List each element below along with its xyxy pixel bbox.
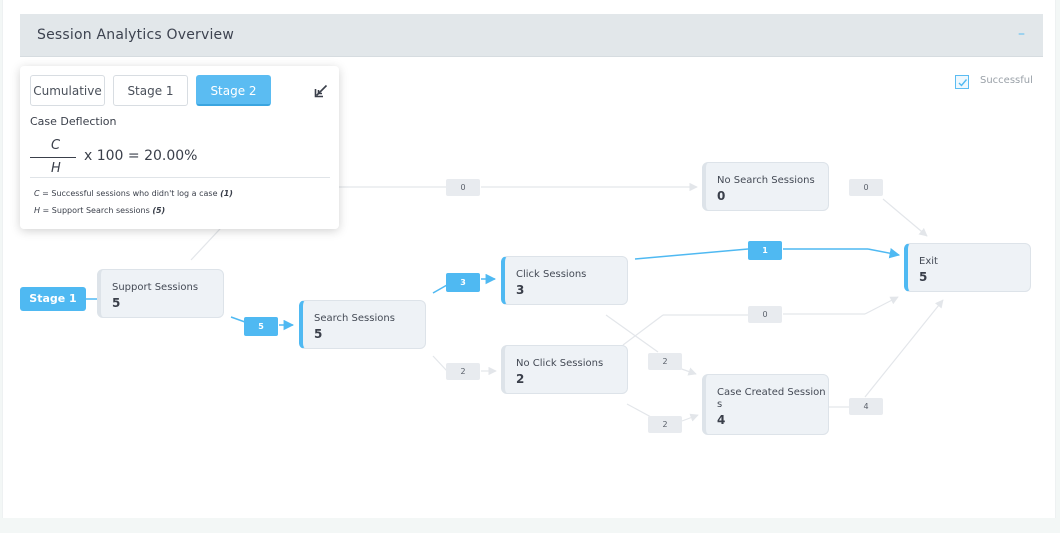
collapse-icon[interactable]: – (1018, 26, 1025, 42)
stage-1-button[interactable]: Stage 1 (20, 287, 86, 311)
definition-h-symbol: H (34, 206, 41, 215)
check-icon (958, 79, 968, 87)
node-label-line2: s (717, 399, 723, 410)
edge-click-to-exit-a (634, 248, 749, 260)
legend-label: Successful (980, 75, 1033, 86)
edge-search-to-no-click-a (432, 355, 448, 372)
edge-count-case-exit: 4 (849, 398, 883, 415)
edge-count-no-search-exit: 0 (849, 179, 883, 196)
edge-count-support-no-search: 0 (446, 179, 480, 196)
node-click-sessions[interactable]: Click Sessions 3 (501, 256, 628, 305)
definition-c-count: (1) (220, 189, 233, 198)
node-label: Exit (919, 256, 938, 267)
edge-count-search-click: 3 (446, 273, 480, 292)
definition-c: C = Successful sessions who didn't log a… (34, 189, 233, 198)
tab-stage-1[interactable]: Stage 1 (113, 75, 188, 106)
node-no-click-sessions[interactable]: No Click Sessions 2 (501, 345, 628, 394)
node-value: 2 (516, 372, 525, 386)
fraction-line (30, 157, 76, 158)
metric-title: Case Deflection (30, 115, 117, 128)
edge-no-click-to-case-b (681, 413, 699, 422)
edge-click-to-exit-c (867, 248, 901, 259)
node-support-sessions[interactable]: Support Sessions 5 (97, 269, 224, 318)
definition-h-count: (5) (152, 206, 166, 215)
analytics-panel: Session Analytics Overview – Successful (2, 0, 1056, 518)
node-value: 0 (717, 189, 726, 203)
definition-h-text: = Support Search sessions (40, 206, 153, 215)
tab-stage-2[interactable]: Stage 2 (196, 75, 271, 106)
legend-checkbox[interactable] (955, 75, 969, 89)
edge-no-click-to-exit-d (864, 296, 899, 315)
edge-count-no-click-exit: 0 (748, 306, 782, 323)
formula-result: x 100 = 20.00% (84, 148, 198, 164)
definition-c-symbol: C (34, 189, 40, 198)
edge-support-to-search-a (230, 316, 246, 323)
edge-no-click-to-exit-a (622, 314, 664, 346)
node-label: Search Sessions (314, 313, 395, 324)
node-label: No Search Sessions (717, 175, 815, 186)
node-label: Support Sessions (112, 282, 199, 293)
flow-diagram (86, 182, 944, 422)
node-value: 5 (919, 270, 928, 284)
divider (30, 177, 330, 178)
node-search-sessions[interactable]: Search Sessions 5 (299, 300, 426, 349)
node-exit[interactable]: Exit 5 (904, 243, 1031, 292)
edge-no-click-to-case-a (626, 403, 652, 418)
node-label-line1: Case Created Session (717, 387, 826, 398)
node-value: 4 (717, 413, 726, 427)
expand-icon[interactable] (314, 83, 328, 102)
definition-c-text: = Successful sessions who didn't log a c… (39, 189, 221, 198)
node-label: Click Sessions (516, 269, 587, 280)
fraction-denominator: H (51, 161, 61, 176)
edge-case-to-exit-b (864, 299, 944, 398)
panel-header: Session Analytics Overview – (20, 14, 1043, 57)
edge-count-no-click-case: 2 (648, 416, 682, 433)
edge-count-click-case: 2 (648, 353, 682, 370)
node-value: 5 (112, 296, 121, 310)
edge-count-search-no-click: 2 (446, 363, 480, 380)
edge-count-click-exit: 1 (748, 241, 782, 260)
edge-click-to-case-a (605, 314, 659, 353)
fraction-numerator: C (51, 138, 61, 153)
node-no-search-sessions[interactable]: No Search Sessions 0 (702, 162, 829, 211)
edge-search-to-click-a (432, 284, 448, 294)
edge-count-support-search: 5 (244, 317, 278, 336)
stage-popover: Cumulative Stage 1 Stage 2 Case Deflecti… (20, 66, 339, 229)
panel-title: Session Analytics Overview (37, 27, 235, 43)
definition-h: H = Support Search sessions (5) (34, 206, 165, 215)
tab-cumulative[interactable]: Cumulative (30, 75, 105, 106)
node-value: 3 (516, 283, 525, 297)
edge-no-search-to-exit (882, 198, 928, 237)
node-value: 5 (314, 327, 323, 341)
node-label: No Click Sessions (516, 358, 604, 369)
